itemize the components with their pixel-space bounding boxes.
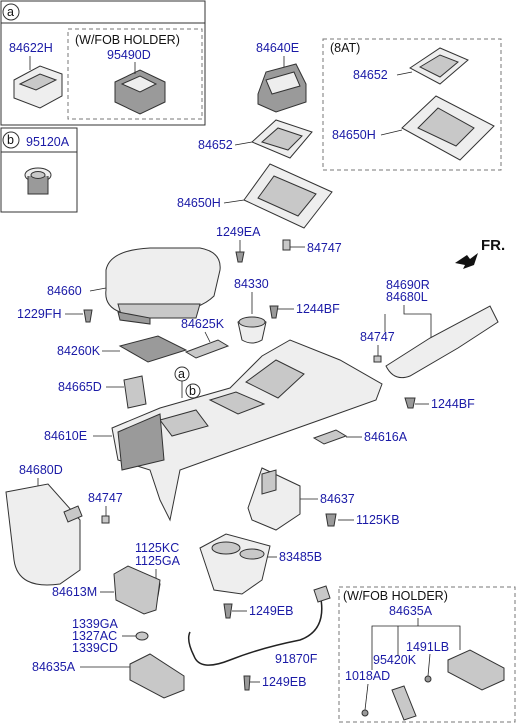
part-1125GA[interactable]: 1125GA	[135, 554, 181, 568]
part-83485B[interactable]: 83485B	[279, 550, 322, 564]
fr-arrow-icon	[455, 253, 478, 269]
bracket-84635A-shape	[129, 653, 185, 699]
fob-holder-dashed-box	[67, 28, 203, 120]
part-95490D[interactable]: 95490D	[107, 48, 151, 62]
callout-b-letter: b	[7, 133, 14, 147]
part-1125KC[interactable]: 1125KC	[135, 541, 179, 555]
inset-8at: (8AT) 84652 84650H	[322, 38, 502, 171]
console-body-shape	[111, 339, 383, 522]
fob-bracket-shape	[447, 649, 505, 691]
8at-dashed-box	[322, 38, 502, 171]
switch-panel-shape	[312, 429, 348, 445]
part-91870F[interactable]: 91870F	[275, 652, 318, 666]
part-84665D[interactable]: 84665D	[58, 380, 102, 394]
part-84635A[interactable]: 84635A	[32, 660, 76, 674]
console-cover-shape	[123, 375, 147, 409]
fob-holder-label: (W/FOB HOLDER)	[75, 33, 180, 47]
8at-label: (8AT)	[330, 41, 360, 55]
part-84260K[interactable]: 84260K	[57, 344, 101, 358]
part-95120A[interactable]: 95120A	[26, 135, 70, 149]
part-84650H-8at[interactable]: 84650H	[332, 128, 376, 142]
side-trim-shape	[385, 305, 499, 379]
front-direction: FR.	[455, 237, 505, 269]
wire-harness-shape	[187, 593, 323, 666]
callout-a-marker	[2, 3, 20, 21]
inset-a-frame	[0, 0, 206, 126]
inset-b: b 95120A	[0, 127, 78, 213]
part-84747-b[interactable]: 84747	[360, 330, 395, 344]
part-84613M[interactable]: 84613M	[52, 585, 97, 599]
part-1244BF-a[interactable]: 1244BF	[296, 302, 340, 316]
holder-pad-shape	[184, 339, 230, 359]
part-84640E[interactable]: 84640E	[256, 41, 299, 55]
bracket-84637-shape	[247, 467, 301, 531]
armrest-shape	[105, 247, 221, 313]
part-1125KB[interactable]: 1125KB	[356, 513, 400, 527]
part-1018AD[interactable]: 1018AD	[345, 669, 390, 683]
part-84652[interactable]: 84652	[198, 138, 233, 152]
inset-fob: (W/FOB HOLDER) 84635A 1491LB 95420K 1018…	[338, 586, 516, 723]
bracket-84613M-shape	[113, 565, 161, 615]
part-1229FH[interactable]: 1229FH	[17, 307, 61, 321]
part-1244BF-b[interactable]: 1244BF	[431, 397, 475, 411]
part-84625K[interactable]: 84625K	[181, 317, 225, 331]
callout-b-marker	[2, 131, 20, 149]
fr-label: FR.	[481, 237, 505, 254]
part-1249EA[interactable]: 1249EA	[216, 225, 261, 239]
fob-bottom-dashed-box	[338, 586, 516, 723]
part-84635A-fob[interactable]: 84635A	[389, 604, 433, 618]
part-84622H[interactable]: 84622H	[9, 41, 53, 55]
mat-shape	[118, 335, 188, 363]
part-1327AC[interactable]: 1327AC	[72, 629, 117, 643]
part-84610E[interactable]: 84610E	[44, 429, 87, 443]
part-84330[interactable]: 84330	[234, 277, 269, 291]
rear-trim-shape	[5, 483, 81, 586]
part-84660[interactable]: 84660	[47, 284, 82, 298]
part-84690R[interactable]: 84690R	[386, 278, 430, 292]
part-84637[interactable]: 84637	[320, 492, 355, 506]
part-1249EB-b[interactable]: 1249EB	[262, 675, 306, 689]
part-1491LB[interactable]: 1491LB	[406, 640, 449, 654]
part-84652-8at[interactable]: 84652	[353, 68, 388, 82]
callout-a-text: a	[178, 367, 185, 381]
part-1339CD[interactable]: 1339CD	[72, 641, 118, 655]
callout-a-letter: a	[7, 5, 14, 19]
part-84616A[interactable]: 84616A	[364, 430, 408, 444]
part-84747-c[interactable]: 84747	[88, 491, 123, 505]
part-1339GA[interactable]: 1339GA	[72, 617, 119, 631]
part-1249EB-a[interactable]: 1249EB	[249, 604, 293, 618]
part-84680D[interactable]: 84680D	[19, 463, 63, 477]
part-84747-a[interactable]: 84747	[307, 241, 342, 255]
callout-b-text: b	[189, 384, 196, 398]
part-84680L[interactable]: 84680L	[386, 290, 428, 304]
part-84650H[interactable]: 84650H	[177, 196, 221, 210]
inset-b-frame	[0, 127, 78, 213]
fob-bottom-label: (W/FOB HOLDER)	[343, 589, 448, 603]
part-95420K[interactable]: 95420K	[373, 653, 417, 667]
inset-a: a (W/FOB HOLDER) 84622H 95490D	[0, 0, 206, 126]
